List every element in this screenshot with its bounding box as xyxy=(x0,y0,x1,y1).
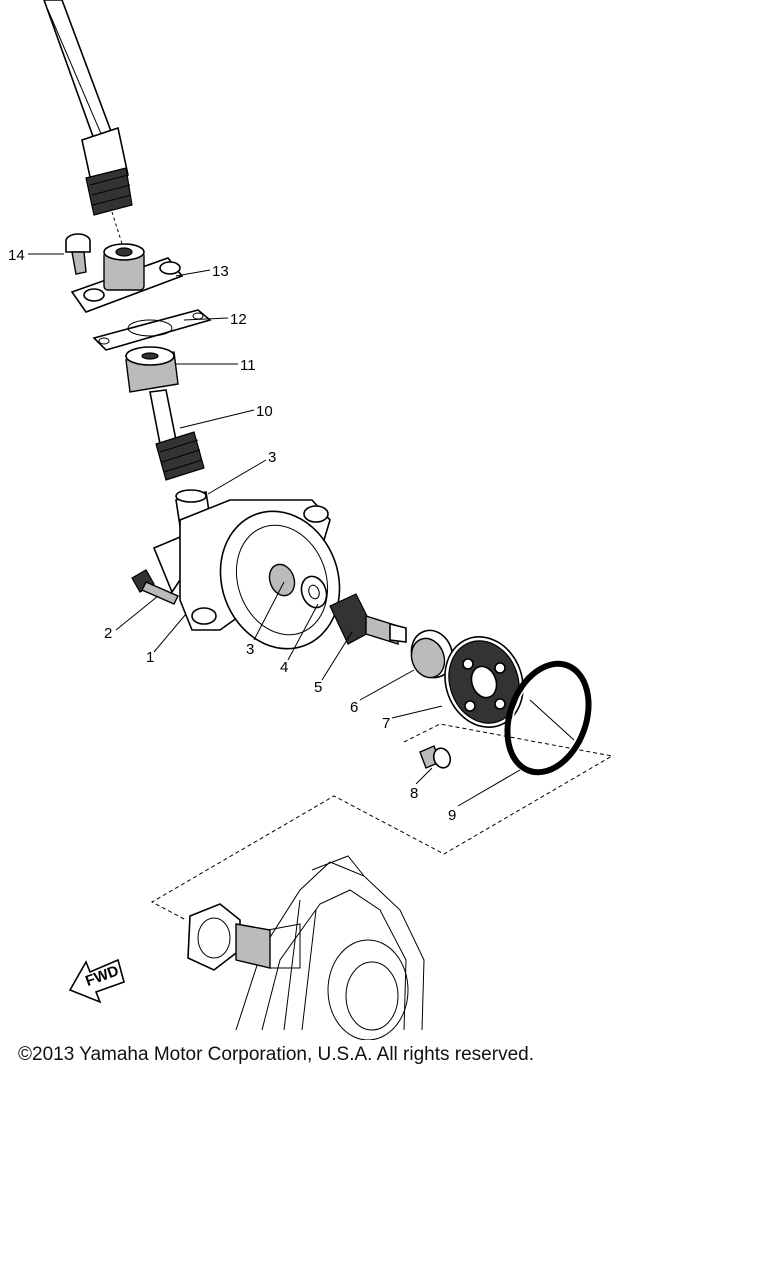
part-12-gasket xyxy=(92,309,212,351)
callout-9: 9 xyxy=(448,807,456,824)
copyright-notice: ©2013 Yamaha Motor Corporation, U.S.A. A… xyxy=(18,1044,534,1065)
callout-3-upper: 3 xyxy=(268,449,276,466)
part-1-gear-housing xyxy=(152,499,341,650)
exploded-parts-diagram: FWD 14 13 12 11 10 3 2 1 3 4 5 6 7 8 9 xyxy=(8,0,614,1041)
center-line xyxy=(111,211,125,251)
part-9-o-ring xyxy=(504,660,592,776)
callout-10: 10 xyxy=(256,403,273,420)
callout-7: 7 xyxy=(382,715,390,732)
part-11-bushing xyxy=(125,346,179,393)
callout-1: 1 xyxy=(146,649,154,666)
part-7-cover-plate xyxy=(444,636,524,728)
callout-2: 2 xyxy=(104,625,112,642)
part-4-washer xyxy=(300,575,328,609)
callout-4: 4 xyxy=(280,659,288,676)
leader-lines xyxy=(28,253,575,807)
assembly-guide-lines xyxy=(150,723,614,921)
engine-nut xyxy=(187,903,301,971)
part-10-gear-shaft xyxy=(149,389,205,481)
part-2-bolt xyxy=(131,569,179,605)
callout-numbers: 14 13 12 11 10 3 2 1 3 4 5 6 7 8 9 xyxy=(8,247,456,824)
fwd-arrow-icon: FWD xyxy=(68,958,125,1004)
part-14-screw xyxy=(65,233,91,275)
callout-3-lower: 3 xyxy=(246,641,254,658)
callout-14: 14 xyxy=(8,247,25,264)
part-6-seal xyxy=(410,629,454,679)
callout-5: 5 xyxy=(314,679,322,696)
part-5-drive-gear xyxy=(329,593,407,645)
cable-shaft xyxy=(43,0,133,216)
callout-8: 8 xyxy=(410,785,418,802)
callout-6: 6 xyxy=(350,699,358,716)
engine-case xyxy=(235,855,425,1041)
part-8-screw xyxy=(419,745,452,769)
callout-13: 13 xyxy=(212,263,229,280)
callout-11: 11 xyxy=(240,357,256,374)
part-13-flange xyxy=(70,243,184,313)
callout-12: 12 xyxy=(230,311,247,328)
